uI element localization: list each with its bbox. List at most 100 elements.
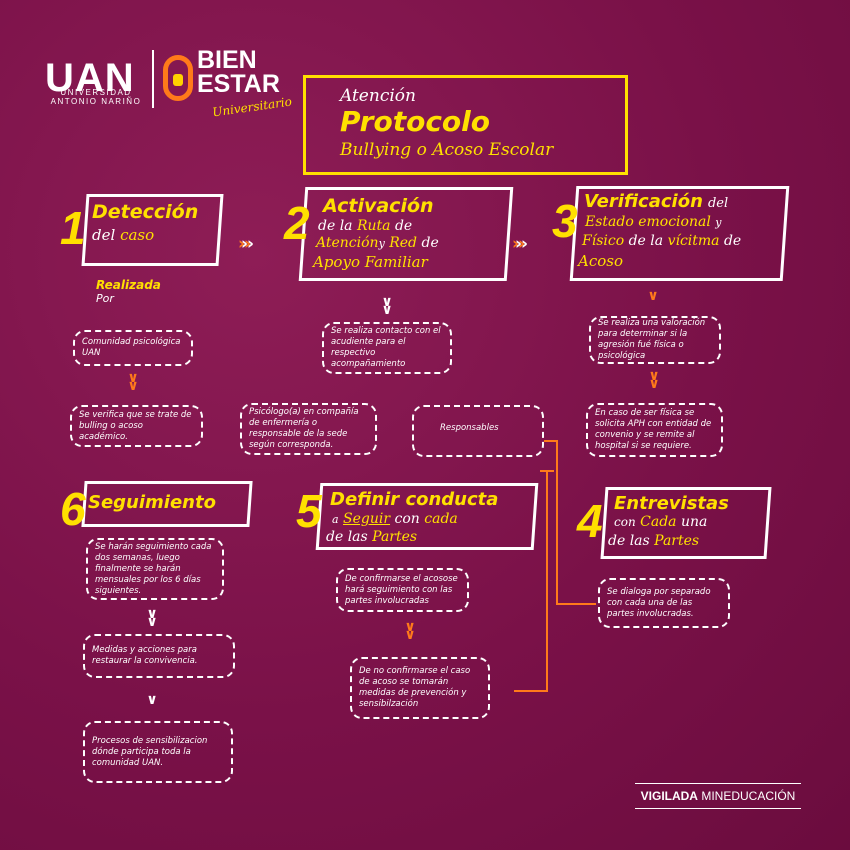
step-2-line-3: Apoyo Familiar (313, 253, 428, 271)
step-3-heading-del: del (707, 196, 729, 211)
step-5-pill-1-text: De confirmarse el acosose hará seguimien… (345, 573, 458, 606)
step-2-pill-3-text: Responsables (440, 423, 499, 433)
step-6-pill-1-text: Se harán seguimiento cada dos semanas, l… (95, 541, 212, 596)
double-chevron-down-icon: ∨∨ (648, 368, 660, 392)
step-6-heading: Seguimiento (88, 492, 216, 513)
step-1-por: Por (96, 292, 114, 305)
double-chevron-down-icon: ∨∨ (381, 294, 393, 318)
connector-line (556, 440, 558, 605)
step-5-number: 5 (296, 485, 322, 537)
step-5-l1d: cada (424, 511, 458, 527)
step-2-l2a: Atención (316, 235, 379, 251)
bienestar-logo-icon (163, 55, 193, 101)
step-4-heading: Entrevistas (614, 493, 729, 514)
step-2-l1c: de (394, 218, 413, 234)
step-3-pill-1: Se realiza una valoración para determina… (589, 316, 721, 364)
step-1-pill-2: Se verifica que se trate de bulling o ac… (70, 405, 203, 447)
estar-word: ESTAR (197, 70, 280, 98)
step-4-l2a: de las (608, 533, 650, 549)
step-2-pill-1-text: Se realiza contacto con el acudiente par… (331, 326, 441, 369)
step-5-pill-2: De no confirmarse el caso de acoso se to… (350, 657, 490, 719)
step-4-line-1: con Cada una (614, 514, 707, 530)
step-2-l2d: de (421, 235, 439, 251)
step-3-l2d: de (723, 233, 742, 249)
step-3-heading-row: Verificación del (584, 191, 728, 212)
connector-line (544, 440, 558, 442)
step-5-l1c: con (394, 511, 420, 527)
vigilada-mineducacion: VIGILADA MINEDUCACIÓN (635, 783, 801, 809)
step-3-line-3: Acoso (578, 252, 623, 270)
double-chevron-down-icon: ∨∨ (146, 606, 158, 630)
step-1-pill-2-text: Se verifica que se trate de bulling o ac… (79, 409, 192, 442)
bien-word: BIEN (197, 46, 257, 74)
step-6-pill-3-text: Procesos de sensibilizacion dónde partic… (92, 735, 208, 768)
step-2-l1b: Ruta (356, 218, 391, 234)
step-5-l1a: a (332, 513, 339, 526)
step-3-l2b: de la (628, 233, 664, 249)
step-1-pill-1-text: Comunidad psicológica UAN (82, 337, 181, 358)
step-5-l2a: de las (326, 529, 368, 545)
logo-separator (152, 50, 154, 108)
step-2-l2b: y (378, 237, 385, 250)
step-3-l1b: y (715, 216, 722, 229)
step-2-l2c: Red (389, 235, 418, 251)
step-3-line-1: Estado emocional y (585, 214, 721, 230)
vigilada-label: VIGILADA (640, 789, 698, 803)
step-6-pill-2: Medidas y acciones para restaurar la con… (83, 634, 235, 678)
double-chevron-down-icon: ∨∨ (404, 619, 416, 643)
step-5-pill-2-text: De no confirmarse el caso de acoso se to… (359, 666, 471, 709)
connector-line (514, 690, 548, 692)
uan-sub-line-2: ANTONIO NARIÑO (50, 97, 142, 106)
bienestar-subtitle: Universitario (211, 94, 293, 120)
connector-line (556, 603, 596, 605)
step-3-l2c: vícitma (667, 233, 720, 249)
title-frame (303, 75, 628, 175)
step-5-line-2: de las Partes (326, 529, 417, 545)
step-5-line-1: a Seguir con cada (332, 511, 458, 527)
step-2-line-2: Atencióny Red de (316, 235, 439, 251)
step-1-pill-1: Comunidad psicológica UAN (73, 330, 193, 366)
step-2-number: 2 (284, 197, 310, 249)
step-3-pill-2-text: En caso de ser física se solicita APH co… (595, 408, 712, 451)
double-chevron-down-icon: ∨ (647, 288, 659, 304)
step-4-pill-1-text: Se dialoga por separado con cada una de … (607, 586, 711, 619)
step-6-pill-1: Se harán seguimiento cada dos semanas, l… (86, 538, 224, 600)
step-1-heading: Detección (92, 201, 199, 223)
step-1-sub-b: caso (120, 226, 155, 244)
step-2-l1a: de la (318, 218, 353, 234)
step-3-number: 3 (552, 195, 578, 247)
step-3-pill-1-text: Se realiza una valoración para determina… (598, 318, 706, 361)
step-1-subheading: del caso (92, 226, 154, 244)
connector-line (546, 470, 548, 692)
step-1-sub-a: del (92, 226, 116, 244)
mineducacion-label: MINEDUCACIÓN (701, 789, 796, 803)
step-4-l2b: Partes (654, 533, 700, 549)
step-3-pill-2: En caso de ser física se solicita APH co… (586, 403, 723, 457)
uan-logo-subtitle: UNIVERSIDAD ANTONIO NARIÑO (46, 88, 146, 106)
double-chevron-down-icon: ∨ (146, 692, 158, 708)
step-3-line-2: Físico de la vícitma de (582, 233, 741, 249)
step-5-pill-1: De confirmarse el acosose hará seguimien… (336, 568, 469, 612)
step-2-heading: Activación (323, 195, 434, 217)
double-chevron-right-icon: ›››› (238, 234, 254, 254)
step-4-l1c: una (680, 514, 708, 530)
step-3-l1a: Estado emocional (585, 214, 711, 230)
step-4-l1b: Cada (640, 514, 677, 530)
step-6-pill-3: Procesos de sensibilizacion dónde partic… (83, 721, 233, 783)
step-3-l2a: Físico (582, 233, 625, 249)
double-chevron-right-icon: ›››› (512, 234, 528, 254)
step-4-pill-1: Se dialoga por separado con cada una de … (598, 578, 730, 628)
step-2-line-1: de la Ruta de (318, 218, 412, 234)
step-1-realizada: Realizada (96, 278, 161, 292)
step-3-heading: Verificación (584, 191, 703, 212)
step-2-pill-3: Responsables (412, 405, 544, 457)
step-4-line-2: de las Partes (608, 533, 699, 549)
step-2-pill-2: Psicólogo(a) en compañía de enfermería o… (240, 403, 377, 455)
step-4-l1a: con (614, 515, 636, 529)
uan-logo: UAN (45, 56, 135, 100)
step-5-l2b: Partes (372, 529, 418, 545)
page-title: Protocolo (340, 105, 490, 138)
step-2-pill-1: Se realiza contacto con el acudiente par… (322, 322, 452, 374)
title-line-3: Bullying o Acoso Escolar (340, 140, 554, 160)
step-4-number: 4 (577, 495, 603, 547)
